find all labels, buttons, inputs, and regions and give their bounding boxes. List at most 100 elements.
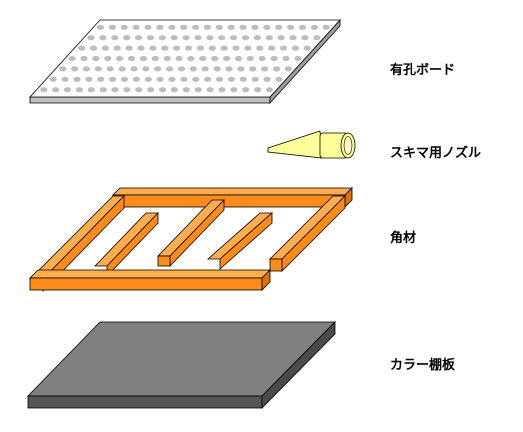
pegboard-hole [227, 24, 235, 30]
pegboard-hole [280, 45, 288, 51]
pegboard-hole [192, 76, 200, 82]
pegboard-hole [253, 35, 261, 41]
pegboard-hole [204, 76, 212, 82]
pegboard-hole [108, 24, 116, 30]
lumber-slat-3 [206, 212, 274, 270]
pegboard-hole [268, 45, 276, 51]
label-pegboard: 有孔ボード [390, 63, 456, 78]
shelf-top [27, 321, 336, 397]
pegboard-hole [71, 66, 79, 72]
pegboard-hole [63, 87, 72, 93]
pegboard-hole [234, 55, 243, 62]
pegboard-hole [182, 35, 190, 41]
pegboard-hole [239, 24, 247, 30]
pegboard-hole [94, 66, 102, 72]
pegboard-hole [180, 24, 188, 30]
pegboard-hole [249, 66, 257, 72]
pegboard-hole [104, 55, 112, 62]
pegboard-hole [187, 55, 195, 62]
pegboard-hole [189, 66, 197, 72]
pegboard-hole [118, 66, 126, 72]
pegboard-hole [156, 24, 164, 30]
pegboard-hole [166, 66, 174, 72]
pegboard-hole [159, 87, 167, 93]
pegboard-hole [206, 87, 214, 93]
pegboard-hole [239, 76, 247, 82]
pegboard-hole [82, 66, 90, 72]
pegboard-hole [270, 55, 278, 62]
pegboard-hole [241, 35, 250, 41]
shelf-front [27, 395, 263, 409]
lumber-frame [29, 187, 353, 292]
pegboard-hole [287, 24, 295, 30]
crevice-nozzle [267, 130, 356, 159]
pegboard-hole [75, 87, 83, 93]
pegboard-hole [154, 66, 162, 72]
pegboard-hole [282, 55, 290, 62]
pegboard-hole [177, 66, 186, 72]
pegboard-hole [97, 76, 105, 82]
pegboard-hole [208, 45, 216, 51]
label-crevice-nozzle: スキマ用ノズル [390, 146, 482, 161]
pegboard-hole [184, 45, 193, 51]
pegboard-hole [173, 45, 181, 51]
pegboard-hole [168, 24, 176, 30]
pegboard-hole [61, 76, 69, 82]
lumber-back-rail [112, 187, 353, 208]
pegboard-hole [206, 35, 214, 41]
pegboard-hole [213, 66, 221, 72]
pegboard-hole [161, 45, 169, 51]
shelf-side [261, 321, 336, 409]
pegboard-hole [146, 35, 155, 41]
pegboard-hole [303, 45, 311, 51]
pegboard-hole [237, 66, 245, 72]
pegboard-hole [111, 87, 119, 93]
pegboard-edge [29, 96, 271, 104]
pegboard-hole [215, 76, 224, 82]
lumber-right-rail [269, 195, 346, 272]
color-shelf-board [27, 321, 336, 409]
pegboard-hole [151, 55, 159, 62]
pegboard-hole [275, 24, 283, 30]
pegboard-hole [142, 66, 150, 72]
pegboard-hole [265, 35, 273, 41]
pegboard-hole [120, 76, 129, 82]
pegboard-hole [251, 24, 259, 30]
pegboard-hole [242, 87, 250, 93]
pegboard-hole [168, 76, 176, 82]
pegboard-hole [99, 87, 107, 93]
pegboard-hole [272, 66, 281, 72]
pegboard-hole [313, 35, 321, 41]
pegboard-hole [220, 45, 228, 51]
pegboard-face [29, 19, 341, 98]
pegboard [29, 18, 341, 105]
pegboard-hole [123, 87, 131, 93]
pegboard-hole [218, 35, 226, 41]
pegboard-hole [194, 35, 202, 41]
pegboard-hole [194, 87, 202, 93]
pegboard-hole [80, 55, 88, 62]
pegboard-hole [120, 24, 128, 30]
pegboard-hole [196, 45, 204, 51]
pegboard-hole [263, 76, 271, 82]
pegboard-hole [225, 66, 233, 72]
pegboard-hole [180, 76, 188, 82]
pegboard-hole [265, 87, 274, 93]
pegboard-hole [203, 24, 211, 30]
pegboard-hole [87, 87, 95, 93]
pegboard-hole [132, 24, 140, 30]
pegboard-hole [147, 87, 155, 93]
pegboard-hole [215, 24, 223, 30]
pegboard-hole [132, 76, 140, 82]
pegboard-hole [111, 35, 119, 41]
pegboard-hole [289, 35, 297, 41]
pegboard-hole [284, 66, 292, 72]
pegboard-hole [106, 66, 114, 72]
pegboard-hole [170, 35, 178, 41]
pegboard-hole [144, 76, 152, 82]
pegboard-hole [244, 45, 252, 51]
nozzle-tip [267, 130, 323, 159]
pegboard-hole [256, 45, 264, 51]
pegboard-hole [232, 45, 240, 51]
